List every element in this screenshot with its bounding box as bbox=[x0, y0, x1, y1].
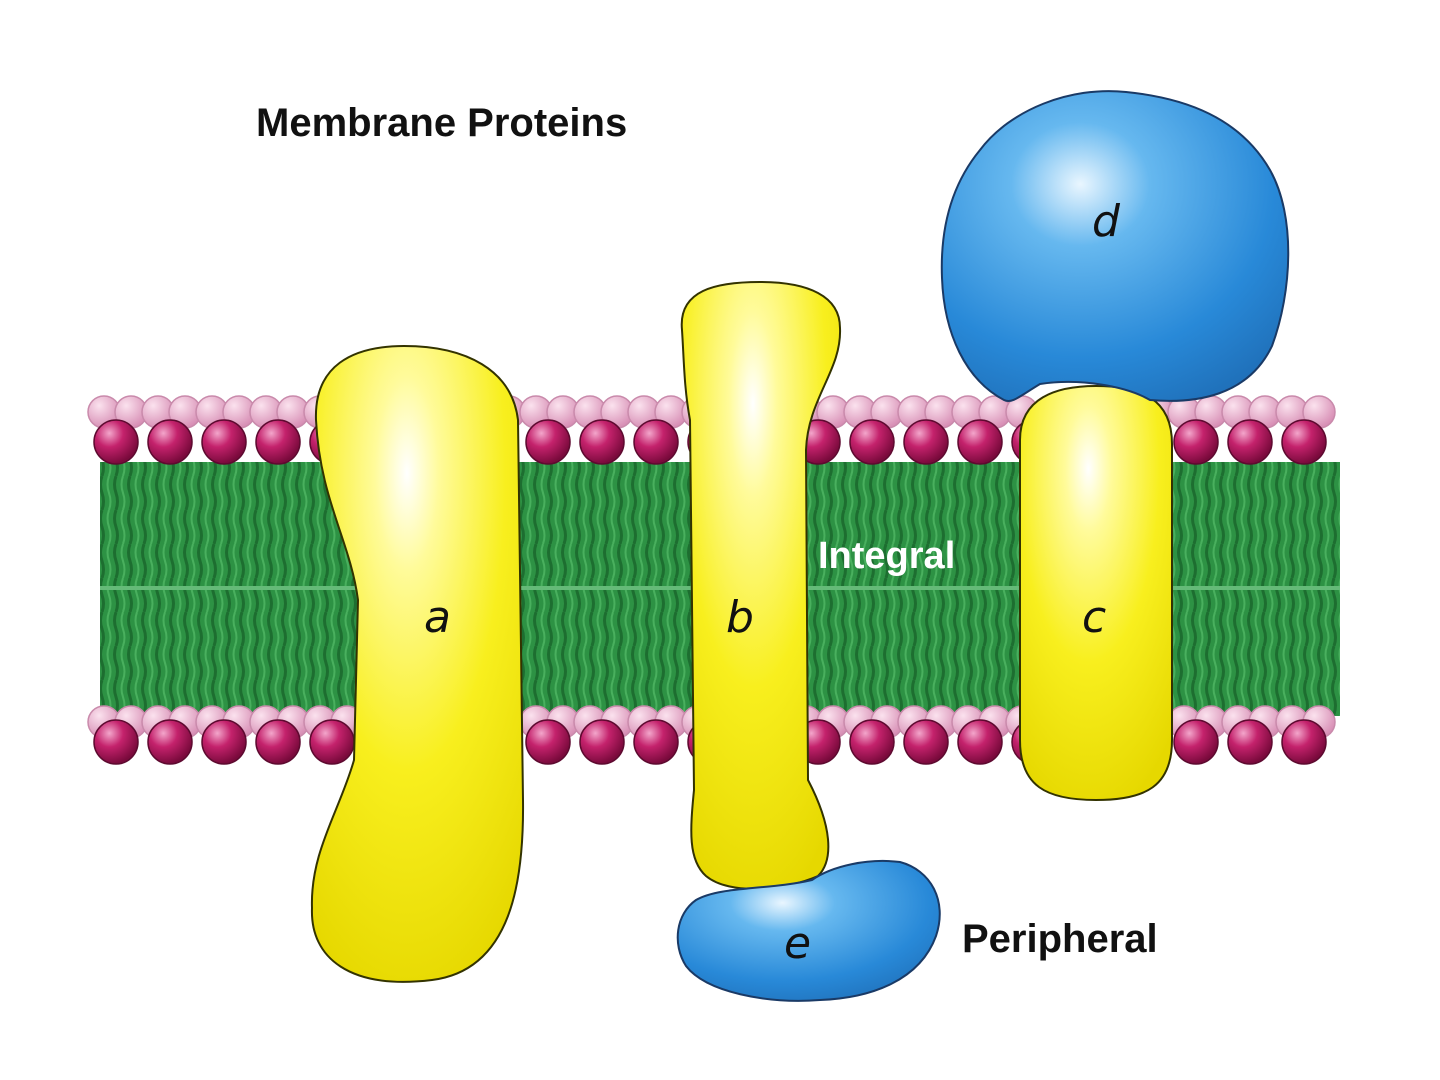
phospholipid-head bbox=[309, 719, 355, 765]
integral-protein-b bbox=[680, 280, 842, 890]
phospholipid-head bbox=[255, 419, 301, 465]
phospholipid-head bbox=[1173, 419, 1219, 465]
phospholipid-head bbox=[525, 719, 571, 765]
peripheral-protein-d bbox=[940, 90, 1290, 402]
protein-e-label: e bbox=[784, 918, 811, 969]
phospholipid-head bbox=[525, 419, 571, 465]
peripheral-protein-e bbox=[676, 859, 941, 1002]
phospholipid-head bbox=[201, 419, 247, 465]
phospholipid-head bbox=[957, 719, 1003, 765]
lipid-heads-bottom-front-row bbox=[93, 719, 1327, 765]
phospholipid-head bbox=[633, 419, 679, 465]
phospholipid-head bbox=[93, 719, 139, 765]
phospholipid-head bbox=[255, 719, 301, 765]
integral-protein-c bbox=[1019, 384, 1173, 802]
phospholipid-head bbox=[147, 719, 193, 765]
phospholipid-head bbox=[579, 719, 625, 765]
phospholipid-head bbox=[147, 419, 193, 465]
phospholipid-head bbox=[1227, 719, 1273, 765]
phospholipid-head bbox=[633, 719, 679, 765]
phospholipid-head bbox=[1173, 719, 1219, 765]
protein-d-label: d bbox=[1092, 196, 1121, 247]
protein-b-label: b bbox=[726, 592, 754, 643]
phospholipid-head bbox=[579, 419, 625, 465]
phospholipid-head bbox=[903, 419, 949, 465]
phospholipid-head bbox=[1227, 419, 1273, 465]
integral-label: Integral bbox=[818, 535, 955, 577]
phospholipid-head bbox=[1281, 719, 1327, 765]
phospholipid-head bbox=[1281, 419, 1327, 465]
diagram-title: Membrane Proteins bbox=[256, 101, 627, 145]
phospholipid-head bbox=[849, 419, 895, 465]
protein-c-label: c bbox=[1082, 592, 1106, 643]
phospholipid-head bbox=[93, 419, 139, 465]
phospholipid-head bbox=[849, 719, 895, 765]
phospholipid-head bbox=[957, 419, 1003, 465]
phospholipid-head bbox=[201, 719, 247, 765]
phospholipid-head bbox=[903, 719, 949, 765]
peripheral-label: Peripheral bbox=[962, 917, 1158, 961]
integral-protein-a bbox=[310, 344, 525, 983]
protein-a-label: a bbox=[424, 592, 451, 643]
